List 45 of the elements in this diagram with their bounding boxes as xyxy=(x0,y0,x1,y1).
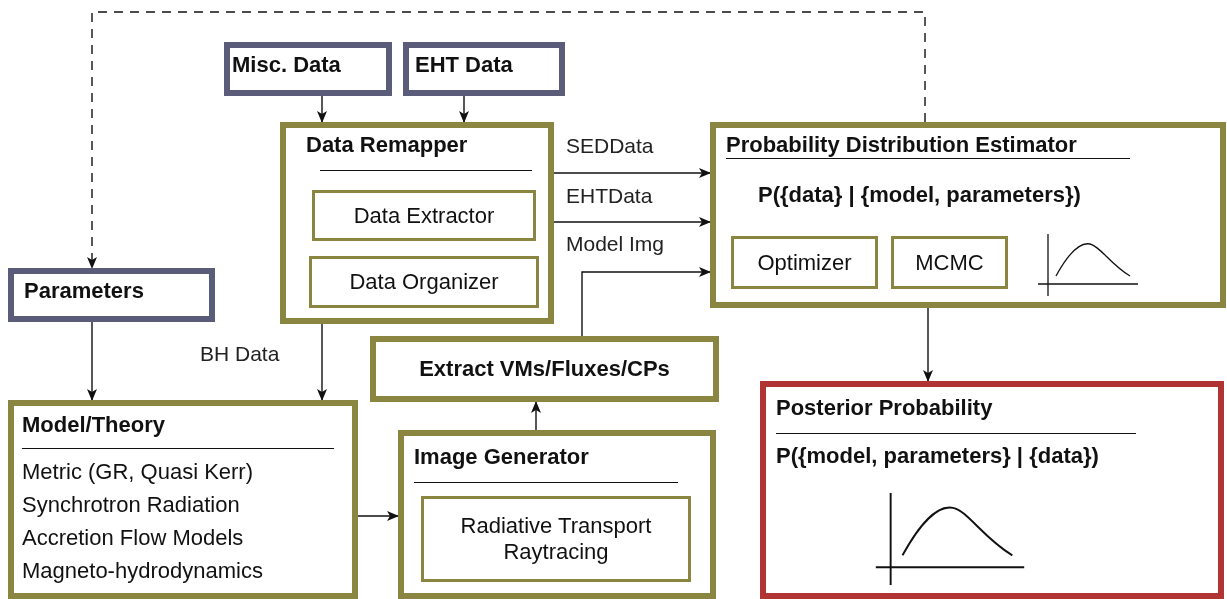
arrow xyxy=(531,401,541,431)
box-heading: Parameters xyxy=(24,278,144,304)
list-item: Accretion Flow Models xyxy=(22,525,244,551)
arrow xyxy=(357,511,399,521)
list-item: Metric (GR, Quasi Kerr) xyxy=(22,459,254,485)
process-box xyxy=(710,122,1226,308)
component-box xyxy=(312,190,536,241)
list-item: Magneto-hydrodynamics xyxy=(22,558,263,584)
arrow xyxy=(923,307,933,382)
box-label: Data Organizer xyxy=(349,269,499,295)
arrow xyxy=(87,321,97,401)
box-heading: Data Remapper xyxy=(306,132,468,158)
process-box xyxy=(760,381,1224,599)
dashed-arrow xyxy=(87,11,926,269)
component-box xyxy=(891,236,1008,289)
box-heading: Misc. Data xyxy=(232,52,341,78)
box-heading: Posterior Probability xyxy=(776,395,993,421)
arrow xyxy=(459,95,469,123)
box-label: Radiative Transport Raytracing xyxy=(459,513,653,565)
list-item: Synchrotron Radiation xyxy=(22,492,240,518)
component-box xyxy=(421,496,691,582)
process-box xyxy=(370,336,719,402)
box-label: Extract VMs/Fluxes/CPs xyxy=(419,356,670,382)
arrow xyxy=(553,168,711,178)
box-heading: Probability Distribution Estimator xyxy=(726,132,1077,158)
component-box xyxy=(309,256,539,308)
arrow xyxy=(553,217,711,227)
box-label: MCMC xyxy=(915,249,984,276)
process-box xyxy=(398,430,716,599)
box-label: Optimizer xyxy=(757,249,852,276)
box-heading: Model/Theory xyxy=(22,412,165,438)
process-box xyxy=(224,42,392,96)
box-heading: EHT Data xyxy=(415,52,513,78)
process-box xyxy=(8,268,215,322)
process-box xyxy=(280,122,554,324)
process-box xyxy=(8,400,358,599)
process-box xyxy=(403,42,565,96)
arrow xyxy=(581,267,711,337)
box-heading: Image Generator xyxy=(414,444,589,470)
arrow xyxy=(317,95,327,123)
formula: P({model, parameters} | {data}) xyxy=(776,443,1099,469)
box-label: Data Extractor xyxy=(353,202,495,229)
formula: P({data} | {model, parameters}) xyxy=(758,182,1081,208)
component-box xyxy=(731,236,878,289)
arrow xyxy=(317,323,327,401)
